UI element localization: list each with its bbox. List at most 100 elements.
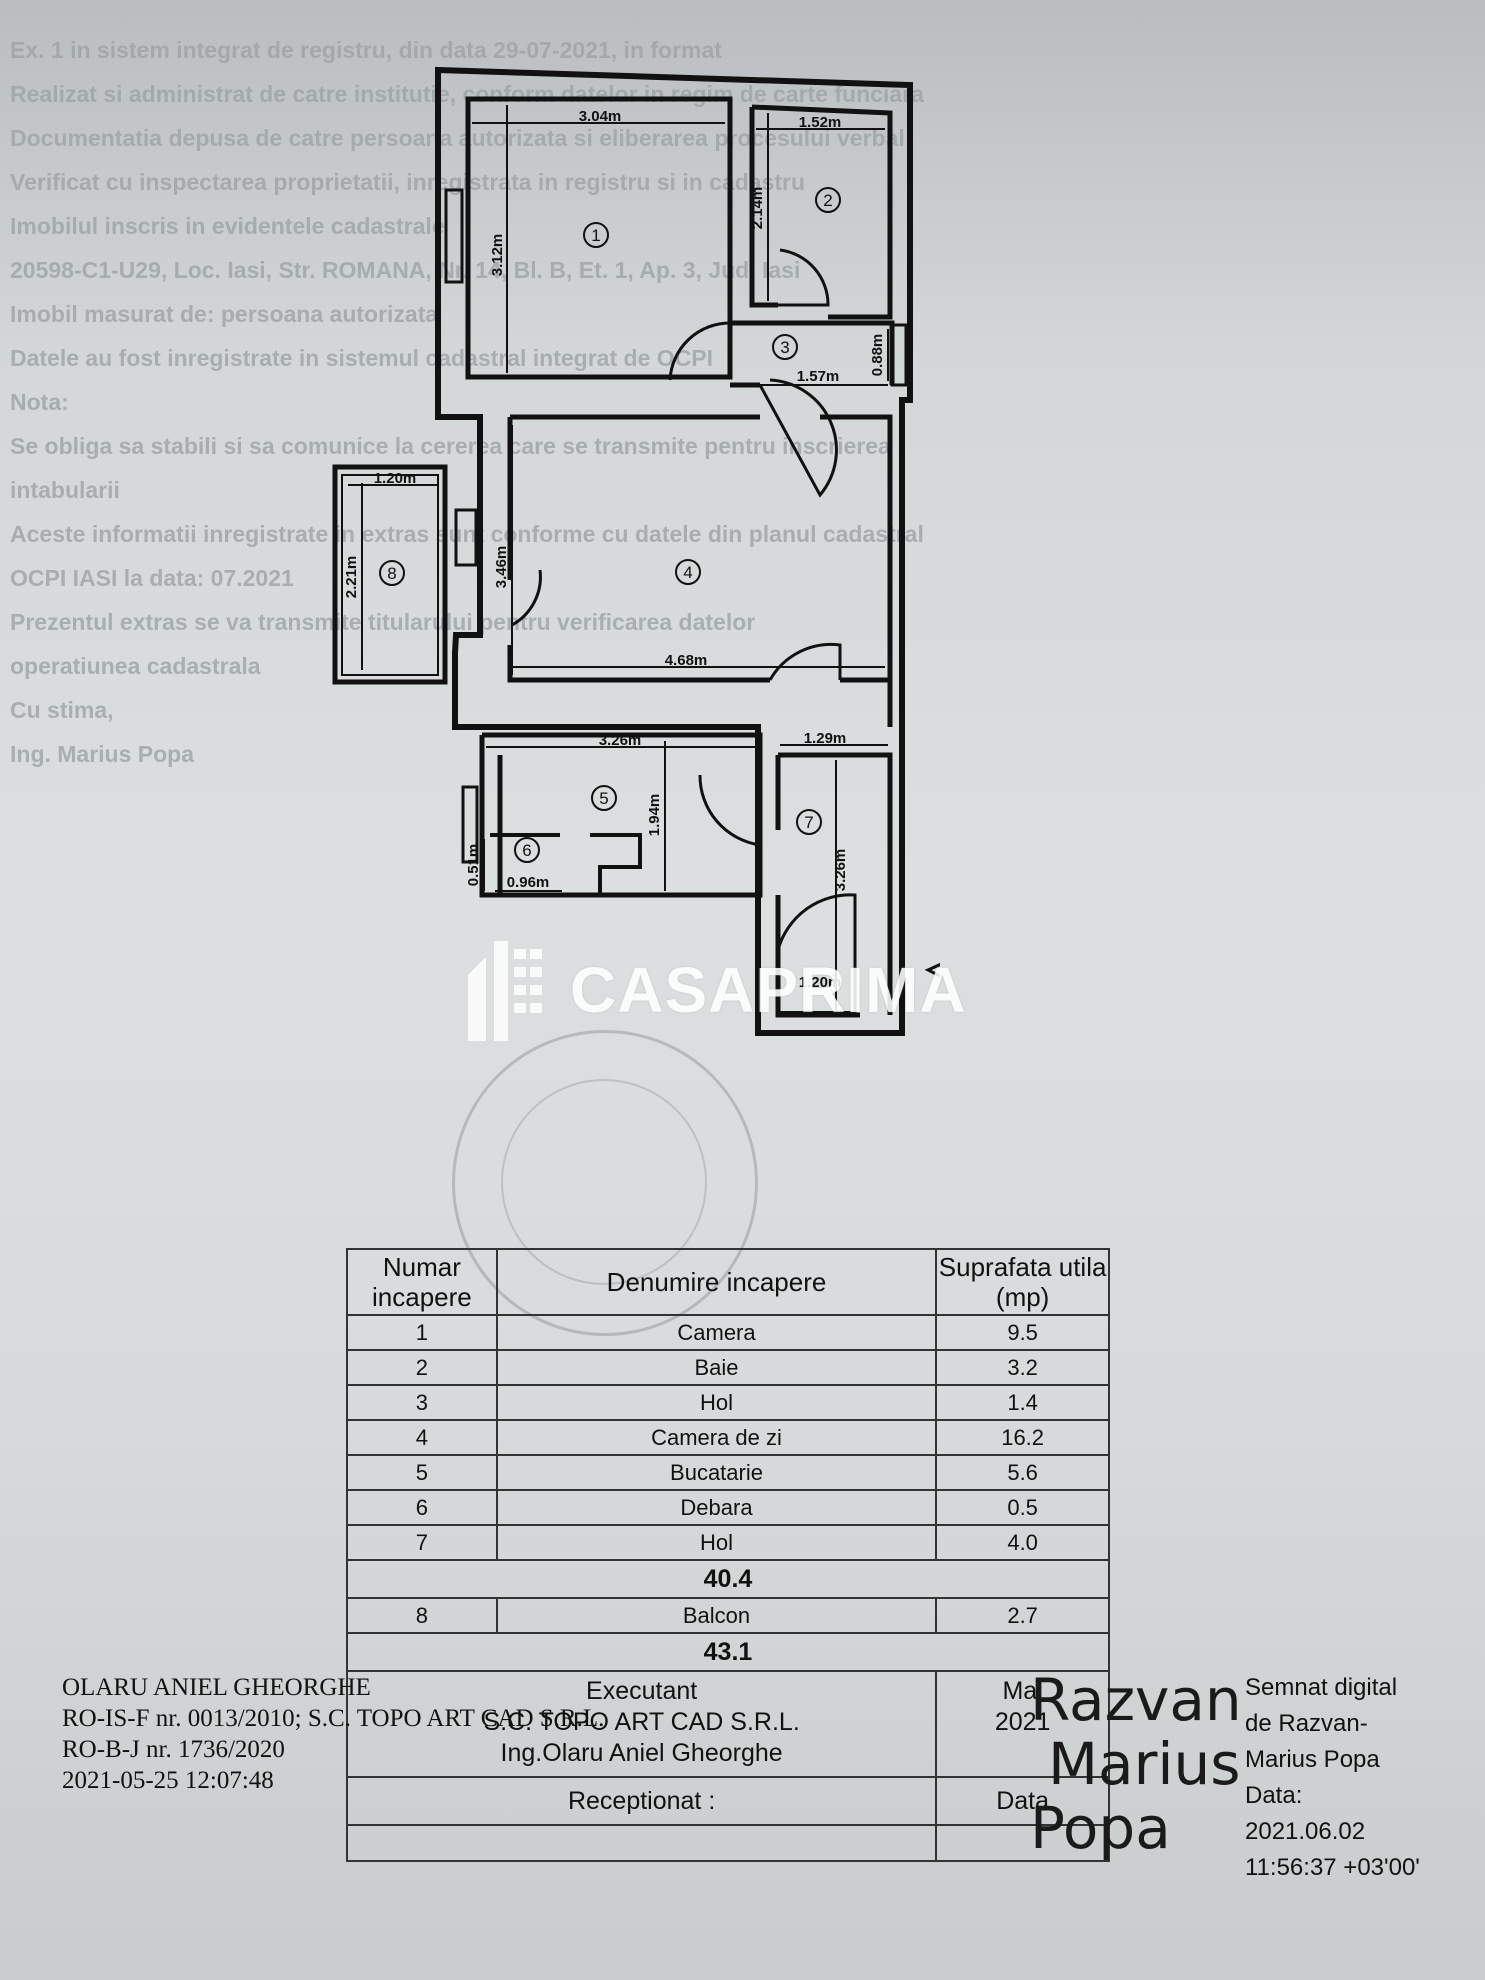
executant-row: Executant S.C. TOPO ART CAD S.R.L. Ing.O… [345,1670,1110,1778]
signer-name-large: Razvan Marius Popa [1030,1668,1242,1860]
digital-line: Semnat digital [1245,1674,1398,1701]
room-nr: 3 [346,1384,498,1421]
bg-line: Verificat cu inspectarea proprietatii, i… [10,169,806,195]
room-name: Balcon [495,1597,938,1634]
outer-wall [435,66,913,1036]
dim-label: 1.57m [797,368,840,385]
room-nr: 1 [346,1314,498,1351]
door-arc [758,378,838,498]
digital-line: de Razvan- [1245,1710,1368,1737]
surveyor-registration: RO-B-J nr. 1736/2020 [62,1736,285,1763]
room-number-4: 4 [683,563,692,582]
room-number-1: 1 [591,226,600,245]
empty-row [345,1824,1110,1862]
bg-line: Imobilul inscris in evidentele cadastral… [10,213,445,239]
room-area: 3.2 [935,1349,1110,1386]
bg-line: Documentatia depusa de catre persoana au… [10,125,905,151]
room-area: 4.0 [935,1524,1110,1561]
room-area: 1.4 [935,1384,1110,1421]
room-number-5: 5 [599,789,608,808]
digital-line: Marius Popa [1245,1746,1380,1773]
room-number-6: 6 [522,841,531,860]
executant-person: Ing.Olaru Aniel Gheorghe [500,1739,783,1767]
door-arc [768,642,842,681]
room-number-3: 3 [780,338,789,357]
casaprima-logo-icon [460,935,556,1045]
room-number-8: 8 [387,564,396,583]
room-area: 16.2 [935,1419,1110,1456]
room-name: Debara [495,1489,938,1526]
bg-line: Ing. Marius Popa [10,741,195,767]
balcony-outline [332,464,448,685]
surveyor-signature-block: OLARU ANIEL GHEORGHE RO-IS-F nr. 0013/20… [62,1672,604,1796]
dim-label: 3.12m [489,234,506,277]
room-area: 2.7 [935,1597,1110,1634]
door-arc [668,321,731,381]
digital-line: 2021.06.02 [1245,1818,1366,1845]
rooms-area-table: Numar incapere Denumire incapere Suprafa… [345,1248,1110,1862]
room-7-outline [775,752,893,1018]
bg-line: Imobil masurat de: persoana autorizata [10,301,439,327]
room-name: Camera de zi [495,1419,938,1456]
bg-line: Datele au fost inregistrate in sistemul … [10,345,713,371]
room-name: Hol [495,1524,938,1561]
table-row: 4 Camera de zi 16.2 [346,1419,1110,1456]
door-arc [698,774,761,847]
room-5-outline [479,732,763,898]
digital-signature-block: Semnat digital de Razvan- Marius Popa Da… [1245,1670,1420,1886]
bg-line: Aceste informatii inregistrate in extras… [10,521,924,547]
room-name: Camera [495,1314,938,1351]
bg-line: Ex. 1 in sistem integrat de registru, di… [10,37,722,63]
door-arc [776,893,857,1015]
room-2-outline [749,104,893,320]
casaprima-watermark: CASAPRIMA [460,941,1020,1041]
dim-label: 2.21m [343,556,360,599]
table-row: 8 Balcon 2.7 [346,1597,1110,1634]
digital-line: 11:56:37 +03'00' [1245,1854,1420,1881]
date-cell: Mai 2021 [935,1670,1110,1778]
dim-label: 0.51m [465,844,482,887]
receptionat-label: Receptionat : [345,1776,938,1826]
dim-label: 0.88m [869,334,886,377]
dim-label: 3.46m [493,546,510,589]
bg-line: Cu stima, [10,697,114,723]
room-area: 0.5 [935,1489,1110,1526]
floor-plan: 1 2 3 4 5 6 7 8 3.04m 1.52m 3.12m 2.14m … [332,66,940,1036]
dim-label: 3.26m [832,849,849,892]
table-header-row: Numar incapere Denumire incapere Suprafa… [346,1248,1110,1316]
room-number-7: 7 [804,813,813,832]
digital-line: Data: [1245,1782,1303,1809]
dim-label: 4.68m [665,652,708,669]
room-name: Hol [495,1384,938,1421]
room-nr: 8 [346,1597,498,1634]
header-suprafata: Suprafata utila (mp) [935,1248,1110,1316]
surveyor-timestamp: 2021-05-25 12:07:48 [62,1767,274,1794]
room-nr: 4 [346,1419,498,1456]
signer-middle-name: Marius [1048,1730,1241,1798]
room-nr: 7 [346,1524,498,1561]
watermark-brand: CASAPRIMA [570,954,967,1026]
bg-line: operatiunea cadastrala [10,653,261,679]
executant-company: S.C. TOPO ART CAD S.R.L. [483,1708,800,1736]
table-row: 6 Debara 0.5 [346,1489,1110,1526]
dim-label: 3.04m [579,108,622,125]
bg-line: OCPI IASI la data: 07.2021 [10,565,294,591]
dim-label: 3.26m [599,732,642,749]
surveyor-authorization: RO-IS-F nr. 0013/2010; S.C. TOPO ART CAD… [62,1705,605,1732]
table-row: 3 Hol 1.4 [346,1384,1110,1421]
room-4-outline [507,414,893,727]
bg-line: 20598-C1-U29, Loc. Iasi, Str. ROMANA, Nr… [10,257,801,283]
bg-line: Prezentul extras se va transmite titular… [10,609,756,635]
bg-line: Se obliga sa stabili si sa comunice la c… [10,433,891,459]
bg-line: Nota: [10,389,69,415]
dim-label: 0.96m [507,874,550,891]
room-nr: 2 [346,1349,498,1386]
signer-first-name: Razvan [1030,1666,1242,1734]
table-row: 2 Baie 3.2 [346,1349,1110,1386]
total-value: 43.1 [346,1632,1110,1672]
room-name: Baie [495,1349,938,1386]
bg-line: intabularii [10,477,120,503]
room-name: Bucatarie [495,1454,938,1491]
room-nr: 6 [346,1489,498,1526]
table-row: 1 Camera 9.5 [346,1314,1110,1351]
